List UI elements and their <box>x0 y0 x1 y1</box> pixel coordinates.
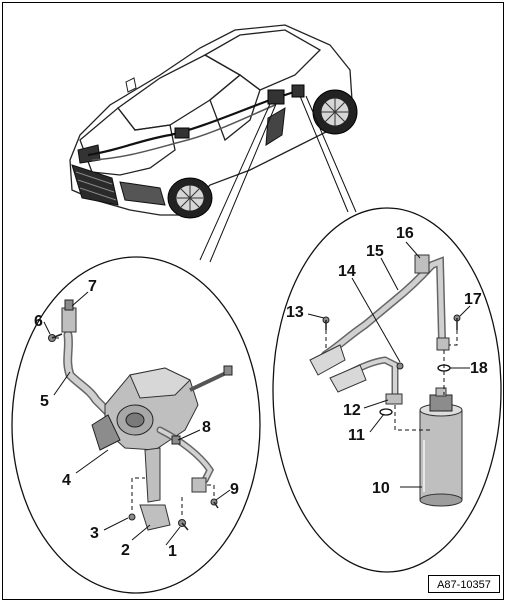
receiver-dryer <box>419 387 463 507</box>
rear-wheel <box>312 89 358 135</box>
callout-12: 12 <box>343 402 361 419</box>
compressor-assembly <box>48 299 233 531</box>
callout-labels: 1 2 3 4 5 6 7 8 9 10 11 12 13 14 15 16 1… <box>34 225 488 560</box>
callout-4: 4 <box>62 472 71 489</box>
callout-8: 8 <box>202 419 211 436</box>
leader-lines <box>43 241 471 546</box>
callout-2: 2 <box>121 542 130 559</box>
front-wheel <box>167 177 213 219</box>
callout-17: 17 <box>464 291 482 308</box>
callout-13: 13 <box>286 304 304 321</box>
callout-15: 15 <box>366 243 384 260</box>
reference-code: A87-10357 <box>428 575 500 593</box>
callout-14: 14 <box>338 263 356 280</box>
callout-9: 9 <box>230 481 239 498</box>
callout-3: 3 <box>90 525 99 542</box>
callout-7: 7 <box>88 278 97 295</box>
left-detail-circle <box>11 256 261 594</box>
front-grille <box>71 164 119 206</box>
callout-10: 10 <box>372 480 390 497</box>
car-illustration <box>69 24 358 263</box>
callout-18: 18 <box>470 360 488 377</box>
callout-5: 5 <box>40 393 49 410</box>
callout-16: 16 <box>396 225 414 242</box>
callout-1: 1 <box>168 543 177 560</box>
receiver-dryer-assembly <box>309 254 463 507</box>
callout-6: 6 <box>34 313 43 330</box>
right-detail-circle <box>272 207 502 573</box>
callout-11: 11 <box>348 427 365 444</box>
